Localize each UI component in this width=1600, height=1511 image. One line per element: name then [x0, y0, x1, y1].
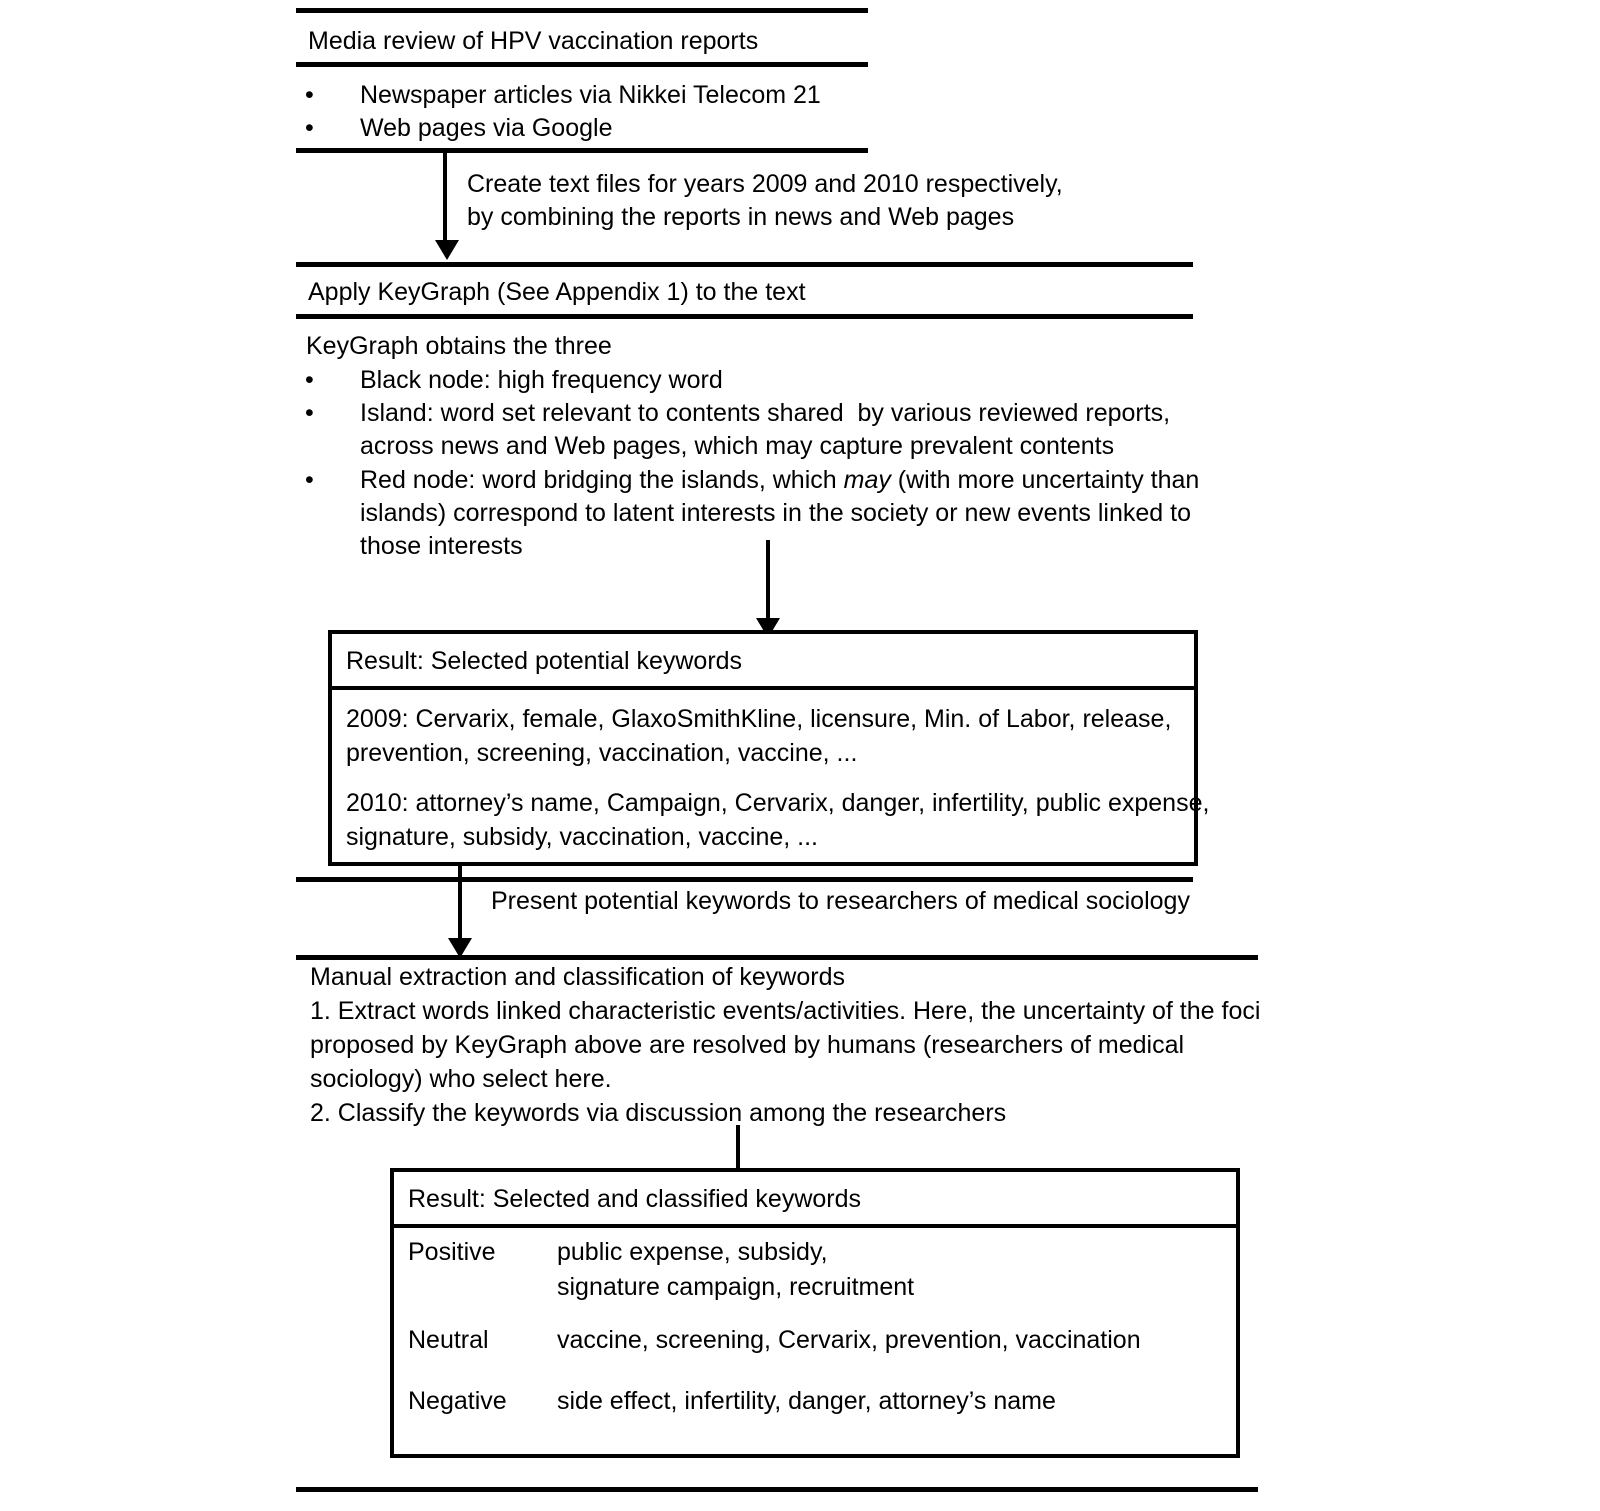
- edge2-arrow-head: [448, 938, 472, 958]
- stage1-header: Media review of HPV vaccination reports: [308, 27, 759, 55]
- result2-row-1-values-0: vaccine, screening, Cervarix, prevention…: [557, 1326, 1141, 1354]
- stage2-bullet-dot-1: •: [305, 399, 314, 427]
- stage2-bullet-2-italic: may: [843, 466, 891, 494]
- result2-row-2-category: Negative: [408, 1387, 507, 1415]
- diagram-bottom-rule: [296, 1487, 1258, 1492]
- result1-entry-1-line-1: signature, subsidy, vaccination, vaccine…: [346, 823, 818, 851]
- result2-box: Result: Selected and classified keywords…: [390, 1168, 1240, 1458]
- stage3-step-2: sociology) who select here.: [310, 1065, 612, 1093]
- stage3-step-0: 1. Extract words linked characteristic e…: [310, 997, 1261, 1025]
- result1-entry-1-line-0: 2010: attorney’s name, Campaign, Cervari…: [346, 789, 1210, 817]
- stage2-header: Apply KeyGraph (See Appendix 1) to the t…: [308, 278, 806, 306]
- edge1-arrow-shaft: [443, 152, 447, 250]
- stage2-intro: KeyGraph obtains the three: [306, 332, 612, 360]
- stage1-bullet-1: Web pages via Google: [360, 114, 613, 142]
- stage3-step-1: proposed by KeyGraph above are resolved …: [310, 1031, 1185, 1059]
- stage2-header-rule: [296, 314, 1193, 319]
- stage1-bullet-dot-1: •: [305, 114, 314, 142]
- edge2-arrow-shaft: [458, 866, 462, 954]
- stage2-bullet-2-line-2: those interests: [360, 532, 523, 560]
- result2-header: Result: Selected and classified keywords: [408, 1185, 862, 1213]
- result1-header-bar: Result: Selected potential keywords: [332, 634, 1194, 690]
- result1-entry-0-line-1: prevention, screening, vaccination, vacc…: [346, 739, 858, 767]
- stage2-bullet-2-post: (with more uncertainty than: [890, 466, 1200, 494]
- result2-row-0-category: Positive: [408, 1238, 496, 1266]
- result2-row-1-category: Neutral: [408, 1326, 489, 1354]
- edge1-label-line-1: Create text files for years 2009 and 201…: [467, 170, 1063, 198]
- stage2-bullet-1-line-1: across news and Web pages, which may cap…: [360, 432, 1115, 460]
- result1-box: Result: Selected potential keywords 2009…: [328, 630, 1209, 866]
- stage2-bullet-2-pre: Red node: word bridging the islands, whi…: [360, 466, 844, 494]
- result2-row-0-values-0: public expense, subsidy,: [557, 1238, 828, 1266]
- stage1-bullet-dot-0: •: [305, 81, 314, 109]
- stage1-bottom-rule: [296, 148, 868, 153]
- stage2-bullet-2-line-1: islands) correspond to latent interests …: [360, 499, 1191, 527]
- edge2-label: Present potential keywords to researcher…: [491, 887, 1190, 915]
- stage1-top-rule: [296, 8, 868, 13]
- stage2-bullet-1-line-0: Island: word set relevant to contents sh…: [360, 399, 1171, 427]
- stage3-header: Manual extraction and classification of …: [310, 963, 845, 991]
- stage3-step-3: 2. Classify the keywords via discussion …: [310, 1099, 1007, 1127]
- edge1-arrow-head: [435, 240, 459, 260]
- stage1-header-rule: [296, 62, 868, 67]
- stage3-to-result2-arrow-shaft: [736, 1125, 740, 1183]
- stage2-bullet-0-line-0: Black node: high frequency word: [360, 366, 723, 394]
- stage2-bullet-2-line-0: Red node: word bridging the islands, whi…: [360, 464, 1199, 497]
- edge2-top-rule: [296, 877, 1193, 882]
- edge2-bottom-rule: [296, 955, 1258, 960]
- stage1-bullet-0: Newspaper articles via Nikkei Telecom 21: [360, 81, 821, 109]
- result1-entry-0-line-0: 2009: Cervarix, female, GlaxoSmithKline,…: [346, 705, 1172, 733]
- stage2-bullet-dot-0: •: [305, 366, 314, 394]
- result2-row-2-values-0: side effect, infertility, danger, attorn…: [557, 1387, 1056, 1415]
- stage2-to-result1-arrow-shaft: [766, 540, 770, 626]
- result2-row-0-values-1: signature campaign, recruitment: [557, 1273, 915, 1301]
- stage2-bullet-dot-2: •: [305, 466, 314, 494]
- stage2-top-rule: [296, 262, 1193, 267]
- result2-header-bar: Result: Selected and classified keywords: [394, 1172, 1236, 1228]
- edge1-label-line-2: by combining the reports in news and Web…: [467, 203, 1015, 231]
- result1-header: Result: Selected potential keywords: [346, 647, 743, 675]
